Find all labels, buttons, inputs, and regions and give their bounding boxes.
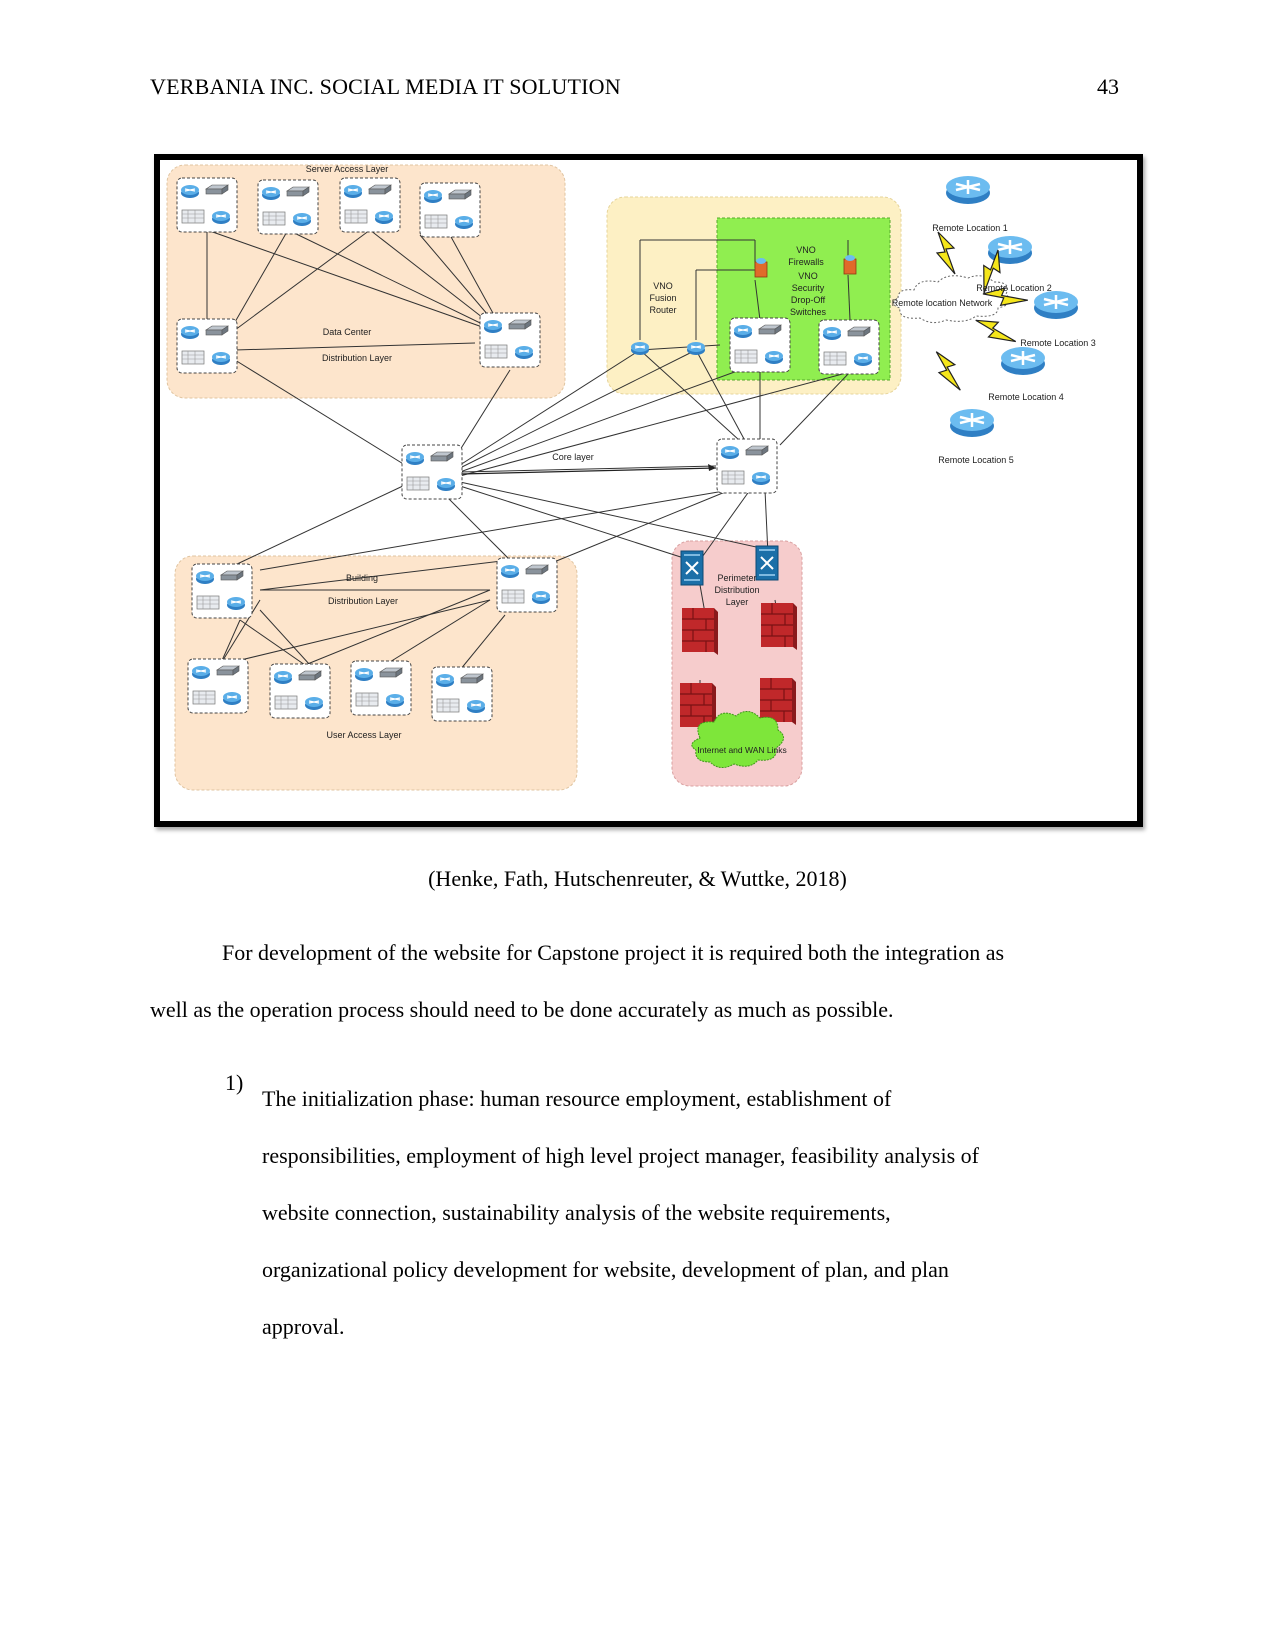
remote-router-1	[944, 174, 992, 206]
paragraph-line-1: For development of the website for Capst…	[222, 940, 1005, 965]
perimeter-label-3: Layer	[726, 597, 749, 607]
core-node-right	[717, 439, 777, 493]
server-access-node-4	[420, 183, 480, 237]
network-diagram-figure: Server Access Layer Data Center Distribu…	[154, 154, 1143, 827]
firewall-icon-2	[760, 602, 798, 651]
perimeter-switch-left	[680, 550, 704, 586]
link-lines	[206, 229, 851, 700]
remote-location-5-label: Remote Location 5	[938, 455, 1014, 465]
vno-security-label-2: Security	[792, 283, 825, 293]
dc-distribution-node-right	[480, 313, 540, 367]
building-distribution-node-left	[192, 564, 252, 618]
perimeter-label-2: Distribution	[714, 585, 759, 595]
remote-router-3	[1032, 289, 1080, 321]
list-item-line-1: The initialization phase: human resource…	[262, 1086, 892, 1111]
remote-location-3-label: Remote Location 3	[1020, 338, 1096, 348]
user-access-node-2	[270, 664, 330, 718]
perimeter-label-1: Perimeter	[717, 573, 756, 583]
user-access-node-1	[188, 659, 248, 713]
dc-distribution-node-left	[177, 319, 237, 373]
vno-fusion-label-1: VNO	[653, 281, 673, 291]
user-access-node-3	[351, 661, 411, 715]
perimeter-switch-right	[755, 545, 779, 581]
page-number: 43	[1097, 74, 1119, 99]
core-link-arrow	[459, 467, 717, 475]
running-header: VERBANIA INC. SOCIAL MEDIA IT SOLUTION	[150, 74, 621, 99]
remote-router-5	[948, 407, 996, 439]
list-item-line-2: responsibilities, employment of high lev…	[262, 1143, 979, 1168]
server-access-node-2	[258, 180, 318, 234]
dc-distribution-label-2: Distribution Layer	[322, 353, 392, 363]
vno-firewalls-label-2: Firewalls	[788, 257, 824, 267]
network-diagram: Server Access Layer Data Center Distribu…	[160, 160, 1125, 809]
list-item-number: 1)	[225, 1070, 244, 1095]
list-item-line-4: organizational policy development for we…	[262, 1257, 949, 1282]
vno-security-label-1: VNO	[798, 271, 818, 281]
vno-fusion-router-2	[686, 341, 706, 356]
remote-network-label: Remote location Network	[892, 298, 993, 308]
internet-cloud-icon	[691, 711, 784, 768]
remote-location-4-label: Remote Location 4	[988, 392, 1064, 402]
remote-network-cloud-icon	[893, 275, 1011, 324]
vno-security-label-4: Switches	[790, 307, 827, 317]
list-item-line-3: website connection, sustainability analy…	[262, 1200, 891, 1225]
paragraph-line-2: well as the operation process should nee…	[150, 997, 894, 1022]
remote-location-2-label: Remote Location 2	[976, 283, 1052, 293]
remote-location-1-label: Remote Location 1	[932, 223, 1008, 233]
vno-switch-node-2	[819, 320, 879, 374]
vno-fusion-label-2: Fusion	[649, 293, 676, 303]
dc-distribution-label-1: Data Center	[323, 327, 372, 337]
building-label-2: Distribution Layer	[328, 596, 398, 606]
list-item: The initialization phase: human resource…	[262, 1070, 1112, 1355]
internet-label: Internet and WAN Links	[697, 745, 786, 755]
vno-switch-node-1	[730, 318, 790, 372]
vno-fusion-router-1	[630, 341, 650, 356]
core-layer-label: Core layer	[552, 452, 594, 462]
vno-security-label-3: Drop-Off	[791, 295, 826, 305]
vno-firewall-icon-1	[754, 258, 768, 278]
server-access-layer-label: Server Access Layer	[306, 164, 389, 174]
vno-fusion-label-3: Router	[649, 305, 676, 315]
figure-caption: (Henke, Fath, Hutschenreuter, & Wuttke, …	[428, 866, 847, 891]
remote-router-4	[999, 345, 1047, 377]
server-access-node-3	[340, 178, 400, 232]
vno-firewall-icon-2	[843, 255, 857, 275]
vno-firewalls-label-1: VNO	[796, 245, 816, 255]
list-item-line-5: approval.	[262, 1314, 345, 1339]
core-node-left	[402, 445, 462, 499]
user-access-node-4	[432, 667, 492, 721]
server-access-node-1	[177, 178, 237, 232]
firewall-icon-1	[681, 607, 719, 656]
building-distribution-node-right	[497, 558, 557, 612]
building-label-1: Building	[346, 573, 378, 583]
user-access-layer-label: User Access Layer	[326, 730, 401, 740]
